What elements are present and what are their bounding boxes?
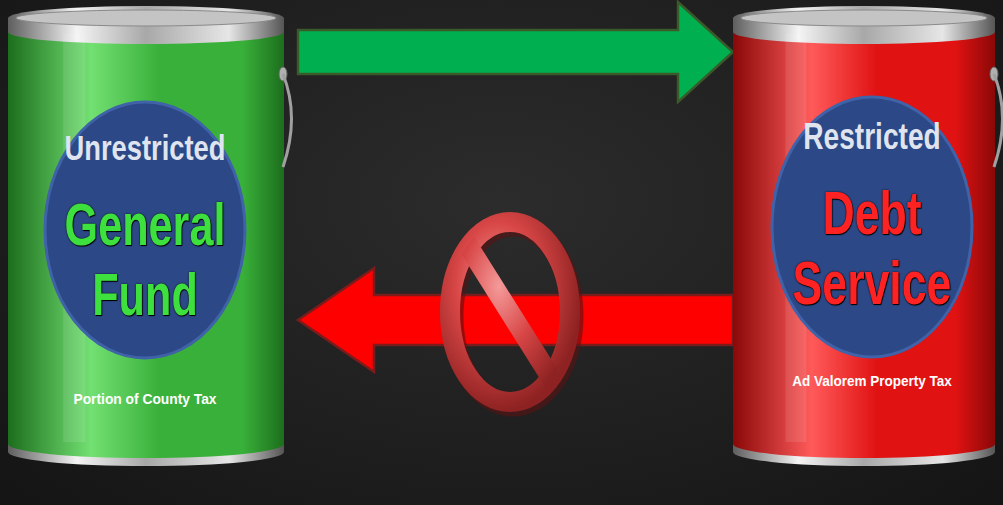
tax-source: Ad Valorem Property Tax bbox=[755, 372, 989, 389]
prohibition-shadow bbox=[453, 226, 573, 406]
paint-can-node: RestrictedDebt Service Ad Valorem Propert… bbox=[733, 2, 1003, 470]
fund-heading: Unrestricted bbox=[44, 128, 247, 168]
can-lid-rim bbox=[8, 6, 284, 30]
fund-name: Debt Service bbox=[768, 178, 977, 318]
label-circle bbox=[45, 102, 245, 358]
can-handle bbox=[994, 74, 1003, 167]
can-body bbox=[733, 18, 995, 464]
label-circle bbox=[772, 97, 972, 357]
can-lid bbox=[741, 10, 987, 26]
tax-source: Portion of County Tax bbox=[25, 390, 264, 407]
paint-can bbox=[733, 2, 1003, 470]
handle-lug bbox=[990, 67, 998, 81]
can-shine bbox=[63, 34, 85, 442]
can-handle bbox=[283, 74, 292, 167]
can-top-band bbox=[733, 18, 995, 44]
can-bottom-rim bbox=[733, 444, 995, 466]
can-top-band bbox=[8, 18, 284, 44]
prohibition-slash bbox=[455, 225, 565, 400]
paint-can bbox=[8, 2, 300, 470]
flow-arrow bbox=[298, 268, 733, 372]
fund-heading: Restricted bbox=[773, 116, 971, 159]
handle-lug bbox=[279, 67, 287, 81]
prohibition-ring bbox=[450, 222, 570, 402]
can-body bbox=[8, 18, 284, 464]
can-lid-rim bbox=[733, 6, 995, 30]
flow-arrow bbox=[298, 2, 733, 102]
can-lid bbox=[16, 10, 276, 26]
can-shine bbox=[785, 34, 806, 442]
paint-can-node: UnrestrictedGeneral FundPortion of Count… bbox=[8, 2, 298, 470]
fund-name: General Fund bbox=[37, 190, 253, 330]
can-bottom-rim bbox=[8, 444, 284, 466]
